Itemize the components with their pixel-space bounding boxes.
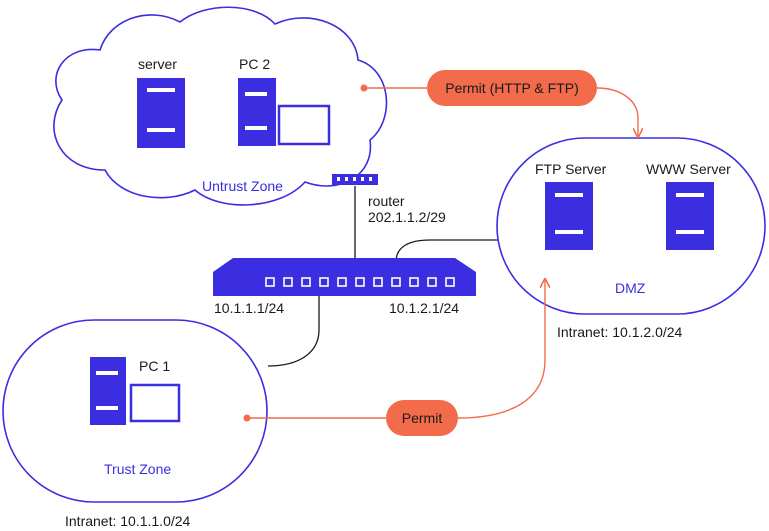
untrust-server-label: server bbox=[138, 56, 177, 72]
pc-icon bbox=[238, 78, 331, 146]
permit-http-ftp-badge bbox=[427, 70, 597, 106]
dmz-boundary bbox=[496, 137, 766, 315]
cloud-icon bbox=[53, 6, 388, 206]
untrust-zone-label: Untrust Zone bbox=[202, 178, 283, 194]
firewall: 10.1.1.1/24 10.1.2.1/24 bbox=[213, 258, 476, 316]
firewall-trust-link bbox=[267, 290, 320, 367]
trust-boundary bbox=[2, 319, 268, 503]
www-server-label: WWW Server bbox=[646, 161, 731, 177]
permit-http-ftp-label: Permit (HTTP & FTP) bbox=[445, 80, 579, 96]
firewall-icon bbox=[213, 258, 476, 296]
policy-untrust-to-dmz: Permit (HTTP & FTP) bbox=[360, 70, 639, 136]
firewall-left-ip: 10.1.1.1/24 bbox=[214, 300, 284, 316]
trust-zone-label: Trust Zone bbox=[104, 461, 171, 477]
server-icon bbox=[666, 182, 714, 250]
trust-zone: PC 1 Trust Zone bbox=[2, 319, 268, 503]
pc-icon bbox=[90, 357, 181, 425]
firewall-right-ip: 10.1.2.1/24 bbox=[389, 300, 459, 316]
router: router 202.1.1.2/29 bbox=[332, 174, 446, 225]
dmz-zone-label: DMZ bbox=[615, 280, 646, 296]
trust-intranet: Intranet: 10.1.1.0/24 bbox=[65, 513, 191, 529]
pc1-label: PC 1 bbox=[139, 358, 170, 374]
router-label: router bbox=[368, 193, 405, 209]
untrust-zone: server PC 2 Untrust Zone bbox=[53, 6, 388, 206]
pc2-label: PC 2 bbox=[239, 56, 270, 72]
router-icon bbox=[332, 174, 378, 185]
ftp-server-label: FTP Server bbox=[535, 161, 607, 177]
router-ip: 202.1.1.2/29 bbox=[368, 209, 446, 225]
server-icon bbox=[137, 78, 185, 148]
permit-label: Permit bbox=[402, 410, 443, 426]
permit-badge bbox=[386, 400, 458, 436]
policy-trust-to-dmz: Permit bbox=[243, 280, 546, 436]
server-icon bbox=[545, 182, 593, 250]
dmz-intranet: Intranet: 10.1.2.0/24 bbox=[557, 324, 683, 340]
dmz-zone: FTP Server WWW Server DMZ Intranet: 10.1… bbox=[496, 137, 766, 340]
